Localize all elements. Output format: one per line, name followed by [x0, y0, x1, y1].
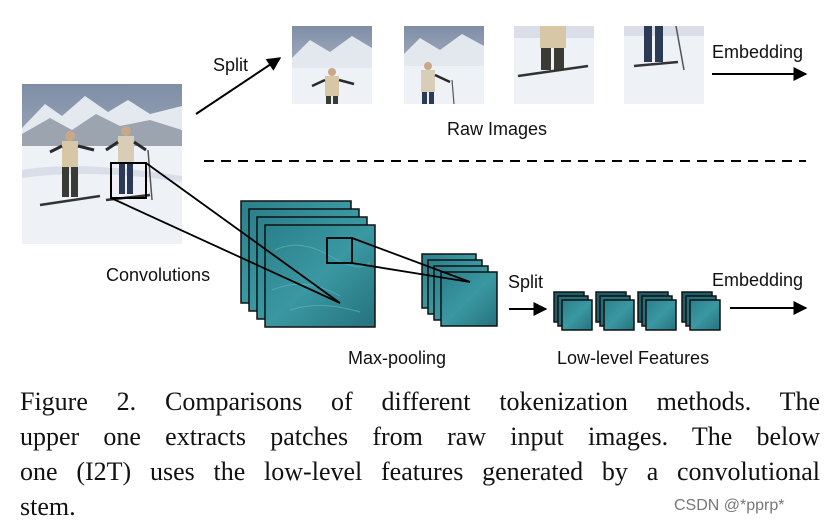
patch-box — [110, 162, 147, 199]
feature-token-3 — [637, 291, 677, 331]
feature-token-1 — [553, 291, 593, 331]
convolutions-label: Convolutions — [106, 265, 211, 285]
feature-token-4 — [681, 291, 721, 331]
pool-line-1 — [351, 237, 471, 283]
skier-right — [105, 126, 153, 202]
caption-line-1: Figure 2. Comparisons of different token… — [20, 387, 820, 416]
feature-token-2 — [595, 291, 635, 331]
low-level-features-label: Low-level Features — [557, 348, 710, 368]
input-image — [22, 84, 182, 244]
caption-line-2: upper one extracts patches from raw inpu… — [20, 422, 820, 451]
split-label-bottom: Split — [508, 272, 544, 292]
split-arrow-top — [195, 57, 282, 115]
skier-left — [39, 131, 101, 207]
raw-patch-1 — [292, 26, 372, 104]
raw-patch-2 — [404, 26, 484, 105]
pooled-feature-maps — [421, 253, 498, 327]
caption-line-3: one (I2T) uses the low-level features ge… — [20, 457, 820, 486]
caption-line-4: stem. — [20, 492, 76, 521]
raw-images-label: Raw Images — [447, 119, 548, 139]
embedding-label-bottom: Embedding — [712, 270, 804, 290]
embedding-label-top: Embedding — [712, 42, 804, 62]
watermark: CSDN @*pprp* — [674, 497, 785, 514]
raw-patch-3 — [514, 26, 594, 104]
split-label-top: Split — [213, 55, 249, 75]
figure-caption: Figure 2. Comparisons of different token… — [20, 384, 820, 524]
patch-to-conv-line-2 — [145, 162, 341, 304]
max-pooling-label: Max-pooling — [348, 348, 447, 368]
patch-to-conv-line-1 — [110, 197, 341, 304]
pool-window — [326, 237, 353, 264]
conv-feature-maps — [240, 200, 376, 328]
raw-patch-4 — [624, 25, 704, 104]
pool-line-2 — [351, 262, 471, 283]
